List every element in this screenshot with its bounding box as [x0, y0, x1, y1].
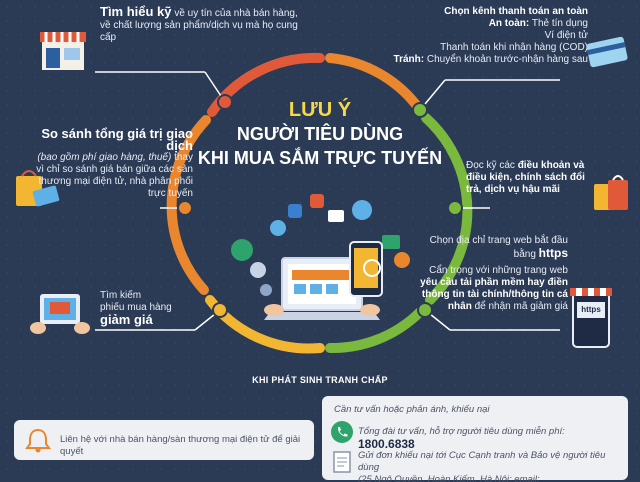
hands — [264, 304, 380, 316]
document-icon — [333, 451, 351, 473]
tip-compare-text: thay vì chỉ so sánh giá bán giữa các sản… — [36, 152, 193, 199]
tip-research-title: Tìm hiểu kỹ — [100, 4, 172, 19]
hotline-text: Tổng đài tư vấn, hỗ trợ người tiêu dùng … — [358, 426, 565, 437]
tip-compare: So sánh tổng giá trị giao dịch (bao gồm … — [28, 126, 193, 200]
consult-panel: Cần tư vấn hoặc phản ánh, khiếu nại Tổng… — [322, 396, 628, 482]
storefront-icon — [40, 32, 86, 70]
tip-payment-avoid-label: Tránh: — [393, 54, 425, 65]
tip-https-label: https — [538, 246, 568, 260]
https-badge: https — [577, 302, 605, 318]
tip-compare-title: So sánh tổng giá trị giao dịch — [41, 126, 193, 153]
tip-payment-safe-label: An toàn: — [488, 18, 530, 29]
tip-compare-note: (bao gồm phí giao hàng, thuế) — [37, 152, 172, 163]
tip-https-line3: để nhận mã giảm giá — [474, 301, 568, 312]
complaint-text: Gửi đơn khiếu nại tới Cục Cạnh tranh và … — [358, 450, 606, 473]
ring-arc-green-bottom — [325, 307, 425, 354]
center-title-line2: NGƯỜI TIÊU DÙNG — [236, 124, 404, 144]
consult-text: Cần tư vấn hoặc phản ánh, khiếu nại — [334, 404, 490, 415]
center-title: LƯU Ý NGƯỜI TIÊU DÙNG KHI MUA SẮM TRỰC T… — [190, 98, 450, 170]
shopping-bags-icon — [594, 175, 628, 210]
tip-payment-safe-2: Ví điện tử — [544, 30, 588, 41]
laptop — [264, 257, 380, 320]
credit-card-icon — [586, 36, 628, 68]
smartphone — [349, 241, 383, 297]
tip-discount-line1: Tìm kiếm — [100, 290, 142, 301]
tip-discount-line2: phiếu mua hàng — [100, 302, 172, 313]
coupon-tablet-icon — [30, 294, 90, 334]
tip-discount: Tìm kiếm phiếu mua hàng giảm giá — [100, 290, 220, 326]
contact-seller-text: Liên hệ với nhà bán hàng/sàn thương mại … — [60, 434, 301, 457]
tip-terms: Đọc kỹ các điều khoản và điều kiện, chín… — [466, 160, 594, 196]
tip-https: Chọn địa chỉ trang web bắt đầu bằng http… — [418, 235, 568, 313]
ring-arc-orange-top — [325, 53, 425, 115]
contact-seller-panel: Liên hệ với nhà bán hàng/sàn thương mại … — [14, 420, 314, 460]
complaint-address: (25 Ngô Quyền, Hoàn Kiếm, Hà Nội; email:… — [358, 474, 540, 482]
tip-payment: Chọn kênh thanh toán an toàn An toàn: Th… — [388, 6, 588, 66]
tip-terms-prefix: Đọc kỹ các — [466, 160, 515, 171]
tip-research: Tìm hiểu kỹ về uy tín của nhà bán hàng, … — [100, 4, 310, 44]
dispute-title: KHI PHÁT SINH TRANH CHẤP — [252, 375, 388, 385]
shopping-bag-card-icon — [16, 170, 60, 207]
https-phone-icon: https — [570, 288, 612, 348]
center-title-line3: KHI MUA SẮM TRỰC TUYẾN — [197, 148, 443, 168]
phone-icon — [331, 421, 353, 443]
tip-terms-title: điều khoản và điều kiện, chính sách đổi … — [466, 160, 585, 195]
bell-icon — [25, 428, 51, 453]
center-title-line1: LƯU Ý — [288, 99, 352, 121]
app-icons-cluster — [231, 194, 410, 296]
tip-research-text: về uy tín của nhà bán hàng, về chất lượn… — [100, 8, 298, 43]
hotline-number[interactable]: 1800.6838 — [358, 437, 415, 451]
laptop-shopping-illustration — [231, 194, 410, 320]
tip-payment-safe-3: Thanh toán khi nhận hàng (COD) — [440, 42, 588, 53]
phone-awning — [570, 288, 612, 296]
tip-payment-title: Chọn kênh thanh toán an toàn — [444, 6, 588, 17]
tip-discount-title: giảm giá — [100, 312, 153, 327]
tip-payment-avoid-text: Chuyển khoản trước-nhận hàng sau — [426, 54, 588, 65]
tip-https-warning: yêu cầu tải phần mềm hay điền thông tin … — [420, 277, 568, 312]
tip-https-line1: Chọn địa chỉ trang web bắt đầu bằng — [429, 235, 568, 260]
ring-arc-orange-left — [166, 115, 211, 295]
tip-https-line2: Cẩn trọng với những trang web — [429, 265, 568, 276]
tip-payment-safe-1: Thẻ tín dụng — [531, 18, 588, 29]
